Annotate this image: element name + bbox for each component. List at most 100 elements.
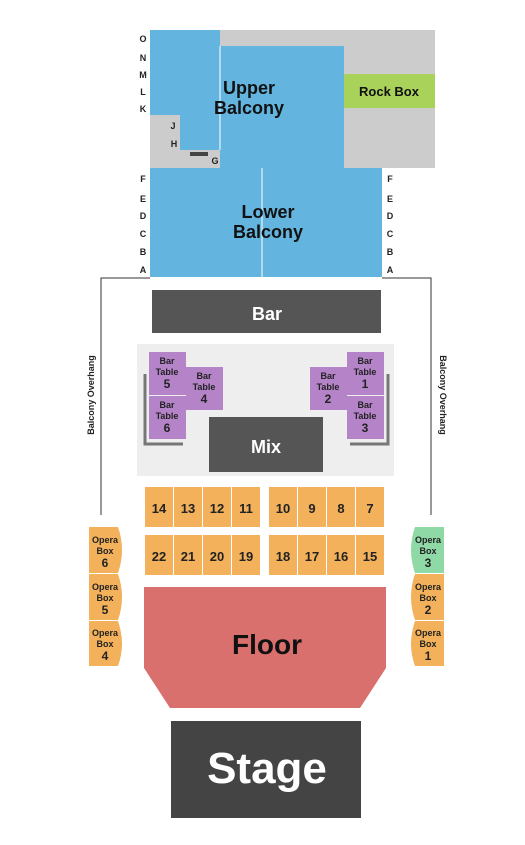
bar-table-3[interactable]: Bar Table 3 (347, 396, 384, 439)
table-14[interactable]: 14 (145, 487, 173, 527)
opera-box-6-shape (89, 527, 122, 573)
opera-box-6[interactable]: Opera Box 6 (89, 527, 122, 573)
balcony-overhang-label-left: Balcony Overhang (86, 355, 96, 435)
row-label-E-left: E (140, 194, 146, 204)
row-label-N: N (140, 53, 147, 63)
opera-box-5[interactable]: Opera Box 5 (89, 574, 122, 620)
section-floor[interactable]: Floor (144, 587, 386, 708)
opera-box-5-line1: Opera (92, 582, 119, 592)
table-16[interactable]: 16 (327, 535, 355, 575)
row-label-O: O (139, 34, 146, 44)
row-label-L: L (140, 87, 146, 97)
row-label-C-left: C (140, 229, 147, 239)
table-20-label: 20 (210, 549, 224, 564)
opera-box-6-line1: Opera (92, 535, 119, 545)
bar-table-6[interactable]: Bar Table 6 (149, 396, 186, 439)
opera-box-4-line2: Box (96, 639, 113, 649)
opera-box-1[interactable]: Opera Box 1 (411, 621, 444, 666)
stage-shape (171, 721, 361, 818)
tables-row-2: 22 21 20 19 18 17 16 15 (145, 535, 384, 575)
table-12-shape (203, 487, 231, 527)
row-label-B-right: B (387, 247, 394, 257)
bar-table-3-shape (347, 396, 384, 439)
table-21[interactable]: 21 (174, 535, 202, 575)
bar-table-2-line1: Bar (320, 371, 336, 381)
bar-table-6-line1: Bar (159, 400, 175, 410)
table-22[interactable]: 22 (145, 535, 173, 575)
upper-balcony-shape (150, 30, 344, 168)
bar-table-2-shape (310, 367, 347, 410)
table-13[interactable]: 13 (174, 487, 202, 527)
section-bar[interactable]: Bar (152, 290, 381, 333)
table-17[interactable]: 17 (298, 535, 326, 575)
bar-table-3-line1: Bar (357, 400, 373, 410)
table-10[interactable]: 10 (269, 487, 297, 527)
balcony-overhang-line-left (100, 277, 150, 515)
row-label-G: G (211, 156, 218, 166)
bar-table-1[interactable]: Bar Table 1 (347, 352, 384, 395)
row-label-F-right: F (387, 174, 393, 184)
bar-table-3-line2: Table (354, 411, 377, 421)
table-13-label: 13 (181, 501, 195, 516)
opera-box-1-line2: Box (419, 639, 436, 649)
bar-shape (152, 290, 381, 333)
opera-box-3-shape (411, 527, 444, 573)
table-12-label: 12 (210, 501, 224, 516)
section-lower-balcony[interactable]: Lower Balcony (150, 168, 382, 277)
lower-balcony-label-line1: Lower (241, 202, 294, 222)
bar-table-5[interactable]: Bar Table 5 (149, 352, 186, 395)
table-16-shape (327, 535, 355, 575)
bar-table-1-line2: Table (354, 367, 377, 377)
table-7-shape (356, 487, 384, 527)
table-11[interactable]: 11 (232, 487, 260, 527)
opera-box-3-line2: Box (419, 546, 436, 556)
row-label-K: K (140, 104, 147, 114)
table-19[interactable]: 19 (232, 535, 260, 575)
table-15-shape (356, 535, 384, 575)
bar-table-3-line3: 3 (362, 421, 369, 435)
table-7[interactable]: 7 (356, 487, 384, 527)
table-7-label: 7 (366, 501, 373, 516)
opera-box-6-line2: Box (96, 546, 113, 556)
floor-shape (144, 587, 386, 708)
bar-table-2-line3: 2 (325, 392, 332, 406)
mix-shape (209, 417, 323, 472)
row-label-M: M (139, 70, 147, 80)
table-20[interactable]: 20 (203, 535, 231, 575)
opera-box-2-line3: 2 (425, 603, 432, 617)
balcony-overhang-label-right: Balcony Overhang (438, 355, 448, 435)
bar-table-4[interactable]: Bar Table 4 (186, 367, 223, 410)
opera-box-2[interactable]: Opera Box 2 (411, 574, 444, 620)
table-13-shape (174, 487, 202, 527)
table-21-shape (174, 535, 202, 575)
bar-table-4-line3: 4 (201, 392, 208, 406)
table-19-label: 19 (239, 549, 253, 564)
section-mix[interactable]: Mix (209, 417, 323, 472)
opera-box-5-line3: 5 (102, 603, 109, 617)
table-22-shape (145, 535, 173, 575)
opera-box-4[interactable]: Opera Box 4 (89, 621, 122, 666)
tables-row-1: 14 13 12 11 10 9 8 7 (145, 487, 384, 527)
table-8[interactable]: 8 (327, 487, 355, 527)
section-rock-box[interactable]: Rock Box (344, 74, 435, 108)
table-9[interactable]: 9 (298, 487, 326, 527)
row-label-E-right: E (387, 194, 393, 204)
bar-table-1-line3: 1 (362, 377, 369, 391)
bar-table-5-shape (149, 352, 186, 395)
row-label-B-left: B (140, 247, 147, 257)
section-upper-balcony[interactable]: Upper Balcony (150, 30, 344, 168)
table-17-shape (298, 535, 326, 575)
bar-table-2[interactable]: Bar Table 2 (310, 367, 347, 410)
bar-table-rail-left (143, 374, 183, 446)
table-18[interactable]: 18 (269, 535, 297, 575)
opera-box-4-shape (89, 621, 122, 666)
table-12[interactable]: 12 (203, 487, 231, 527)
table-15[interactable]: 15 (356, 535, 384, 575)
stage-label: Stage (207, 744, 327, 793)
bar-table-4-line2: Table (193, 382, 216, 392)
opera-box-3[interactable]: Opera Box 3 (411, 527, 444, 573)
bar-table-4-line1: Bar (196, 371, 212, 381)
table-11-shape (232, 487, 260, 527)
table-14-label: 14 (152, 501, 167, 516)
